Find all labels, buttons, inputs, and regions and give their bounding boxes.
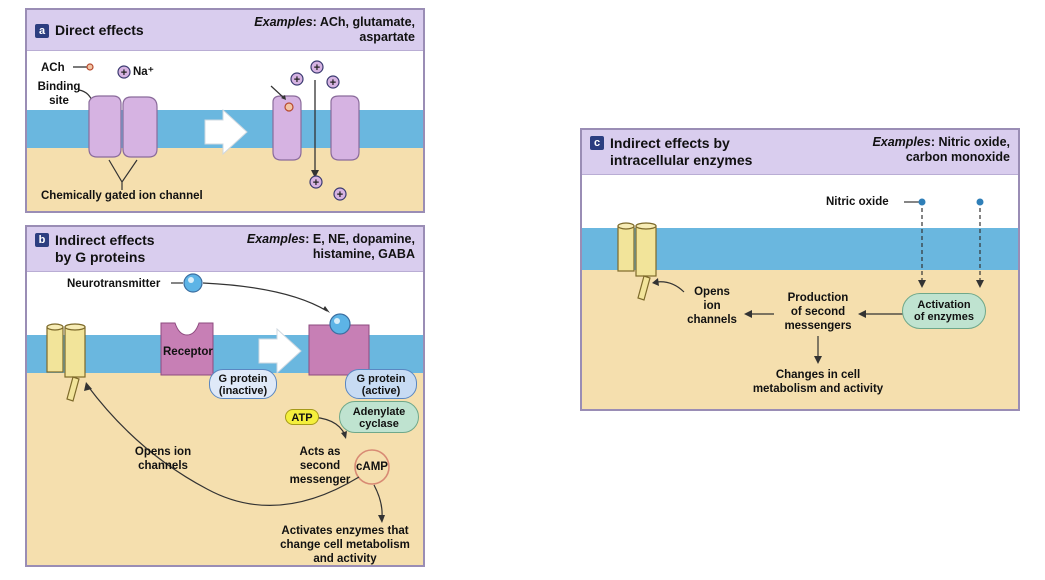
- panel-direct-effects: a Direct effects Examples: ACh, glutamat…: [25, 8, 425, 213]
- svg-text:+: +: [330, 77, 336, 89]
- neurotransmitter-label: Neurotransmitter: [67, 278, 161, 290]
- bound-ach: [284, 102, 294, 112]
- atp-badge: ATP: [285, 409, 319, 425]
- nitric-oxide-label: Nitric oxide: [826, 196, 889, 208]
- svg-text:+: +: [337, 189, 343, 201]
- panel-examples: Examples: E, NE, dopamine, histamine, GA…: [246, 232, 415, 261]
- ion-channel-icon: [617, 222, 657, 301]
- panel-tag: b: [35, 233, 49, 247]
- enzyme-graphic: [617, 198, 984, 364]
- ach-ball: [86, 63, 94, 71]
- panel-tag: a: [35, 24, 49, 38]
- g-protein-active: G protein(active): [345, 369, 417, 399]
- channel-right-subunit: [122, 96, 158, 158]
- panel-header: [27, 227, 423, 272]
- receptor-label: Receptor: [163, 346, 213, 358]
- neurotransmitter-ball: [183, 273, 203, 293]
- direct-effects-graphic: + + + + + +: [73, 60, 360, 201]
- panel-examples: Examples: Nitric oxide, carbon monoxide: [872, 135, 1010, 164]
- nitric-oxide-ball: [976, 198, 984, 206]
- bound-neurotransmitter: [329, 313, 351, 335]
- transition-arrow: [258, 327, 302, 375]
- panel-tag: c: [590, 136, 604, 150]
- chemically-gated-channel-label: Chemically gated ion channel: [41, 190, 203, 202]
- camp-circle: [354, 449, 390, 485]
- receptor-inactive: [160, 322, 214, 376]
- ach-label: ACh: [41, 62, 65, 74]
- transition-arrow: [204, 108, 248, 156]
- g-protein-graphic: [46, 273, 390, 523]
- camp-label: cAMP: [356, 461, 388, 473]
- svg-text:+: +: [121, 67, 127, 79]
- nitric-oxide-ball: [918, 198, 926, 206]
- ion-channel-icon: [46, 323, 86, 402]
- na-label: Na⁺: [133, 66, 154, 78]
- channel-left-subunit: [88, 95, 122, 158]
- panel-examples: Examples: ACh, glutamate, aspartate: [254, 15, 415, 44]
- panel-header: [27, 10, 423, 51]
- svg-text:+: +: [313, 177, 319, 189]
- g-protein-inactive: G protein(inactive): [209, 369, 277, 399]
- svg-text:+: +: [314, 62, 320, 74]
- na-ions: [290, 60, 347, 201]
- na-ion-icon: [117, 65, 131, 79]
- panel-title: Direct effects: [55, 22, 144, 38]
- svg-text:+: +: [294, 74, 300, 86]
- panel-header: [582, 130, 1018, 175]
